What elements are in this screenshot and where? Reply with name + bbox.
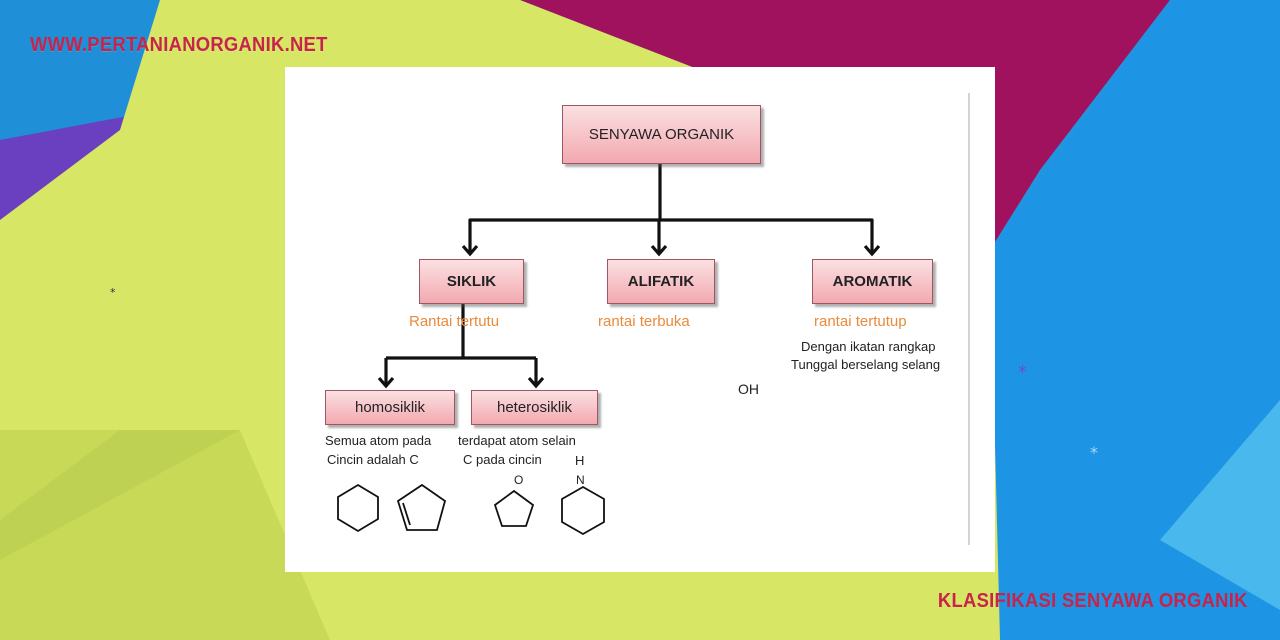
diagram-card: SENYAWA ORGANIK SIKLIK ALIFATIK AROMATIK… (285, 67, 995, 572)
node-heterosiklik: heterosiklik (471, 390, 598, 425)
site-url-watermark[interactable]: WWW.PERTANIANORGANIK.NET (30, 34, 328, 56)
node-aromatik: AROMATIK (812, 259, 933, 304)
aromatik-note-1: Dengan ikatan rangkap (801, 339, 936, 354)
svg-text:*: * (1090, 443, 1098, 462)
siklik-subtitle: Rantai tertutu (409, 313, 500, 330)
connector-lines (337, 162, 881, 536)
homosiklik-desc-2: Cincin adalah C (327, 452, 419, 467)
aromatik-note-2: Tunggal berselang selang (791, 357, 941, 372)
heterosiklik-desc-2: C pada cincin (463, 452, 542, 467)
node-siklik: SIKLIK (419, 259, 524, 304)
aromatik-subtitle: rantai tertutup (814, 313, 907, 330)
divider-line (968, 93, 970, 545)
piperidine-structure (561, 485, 605, 536)
node-senyawa-organik: SENYAWA ORGANIK (562, 105, 761, 164)
page-title-watermark: KLASIFIKASI SENYAWA ORGANIK (938, 590, 1248, 612)
oxygen-atom-label: O (514, 473, 524, 487)
svg-text:*: * (1018, 362, 1027, 383)
nitrogen-atom-label: N (576, 473, 585, 487)
tetrahydrofuran-structure (493, 489, 535, 527)
node-alifatik: ALIFATIK (607, 259, 715, 304)
svg-text:*: * (110, 286, 116, 299)
cyclopentene-structure (396, 483, 447, 531)
alifatik-subtitle: rantai terbuka (598, 313, 690, 330)
node-homosiklik: homosiklik (325, 390, 455, 425)
hydrogen-atom-label: H (575, 453, 585, 468)
cyclohexane-structure (337, 483, 379, 533)
heterosiklik-desc-1: terdapat atom selain (458, 433, 576, 448)
oh-label: OH (738, 381, 759, 397)
homosiklik-desc-1: Semua atom pada (325, 433, 432, 448)
